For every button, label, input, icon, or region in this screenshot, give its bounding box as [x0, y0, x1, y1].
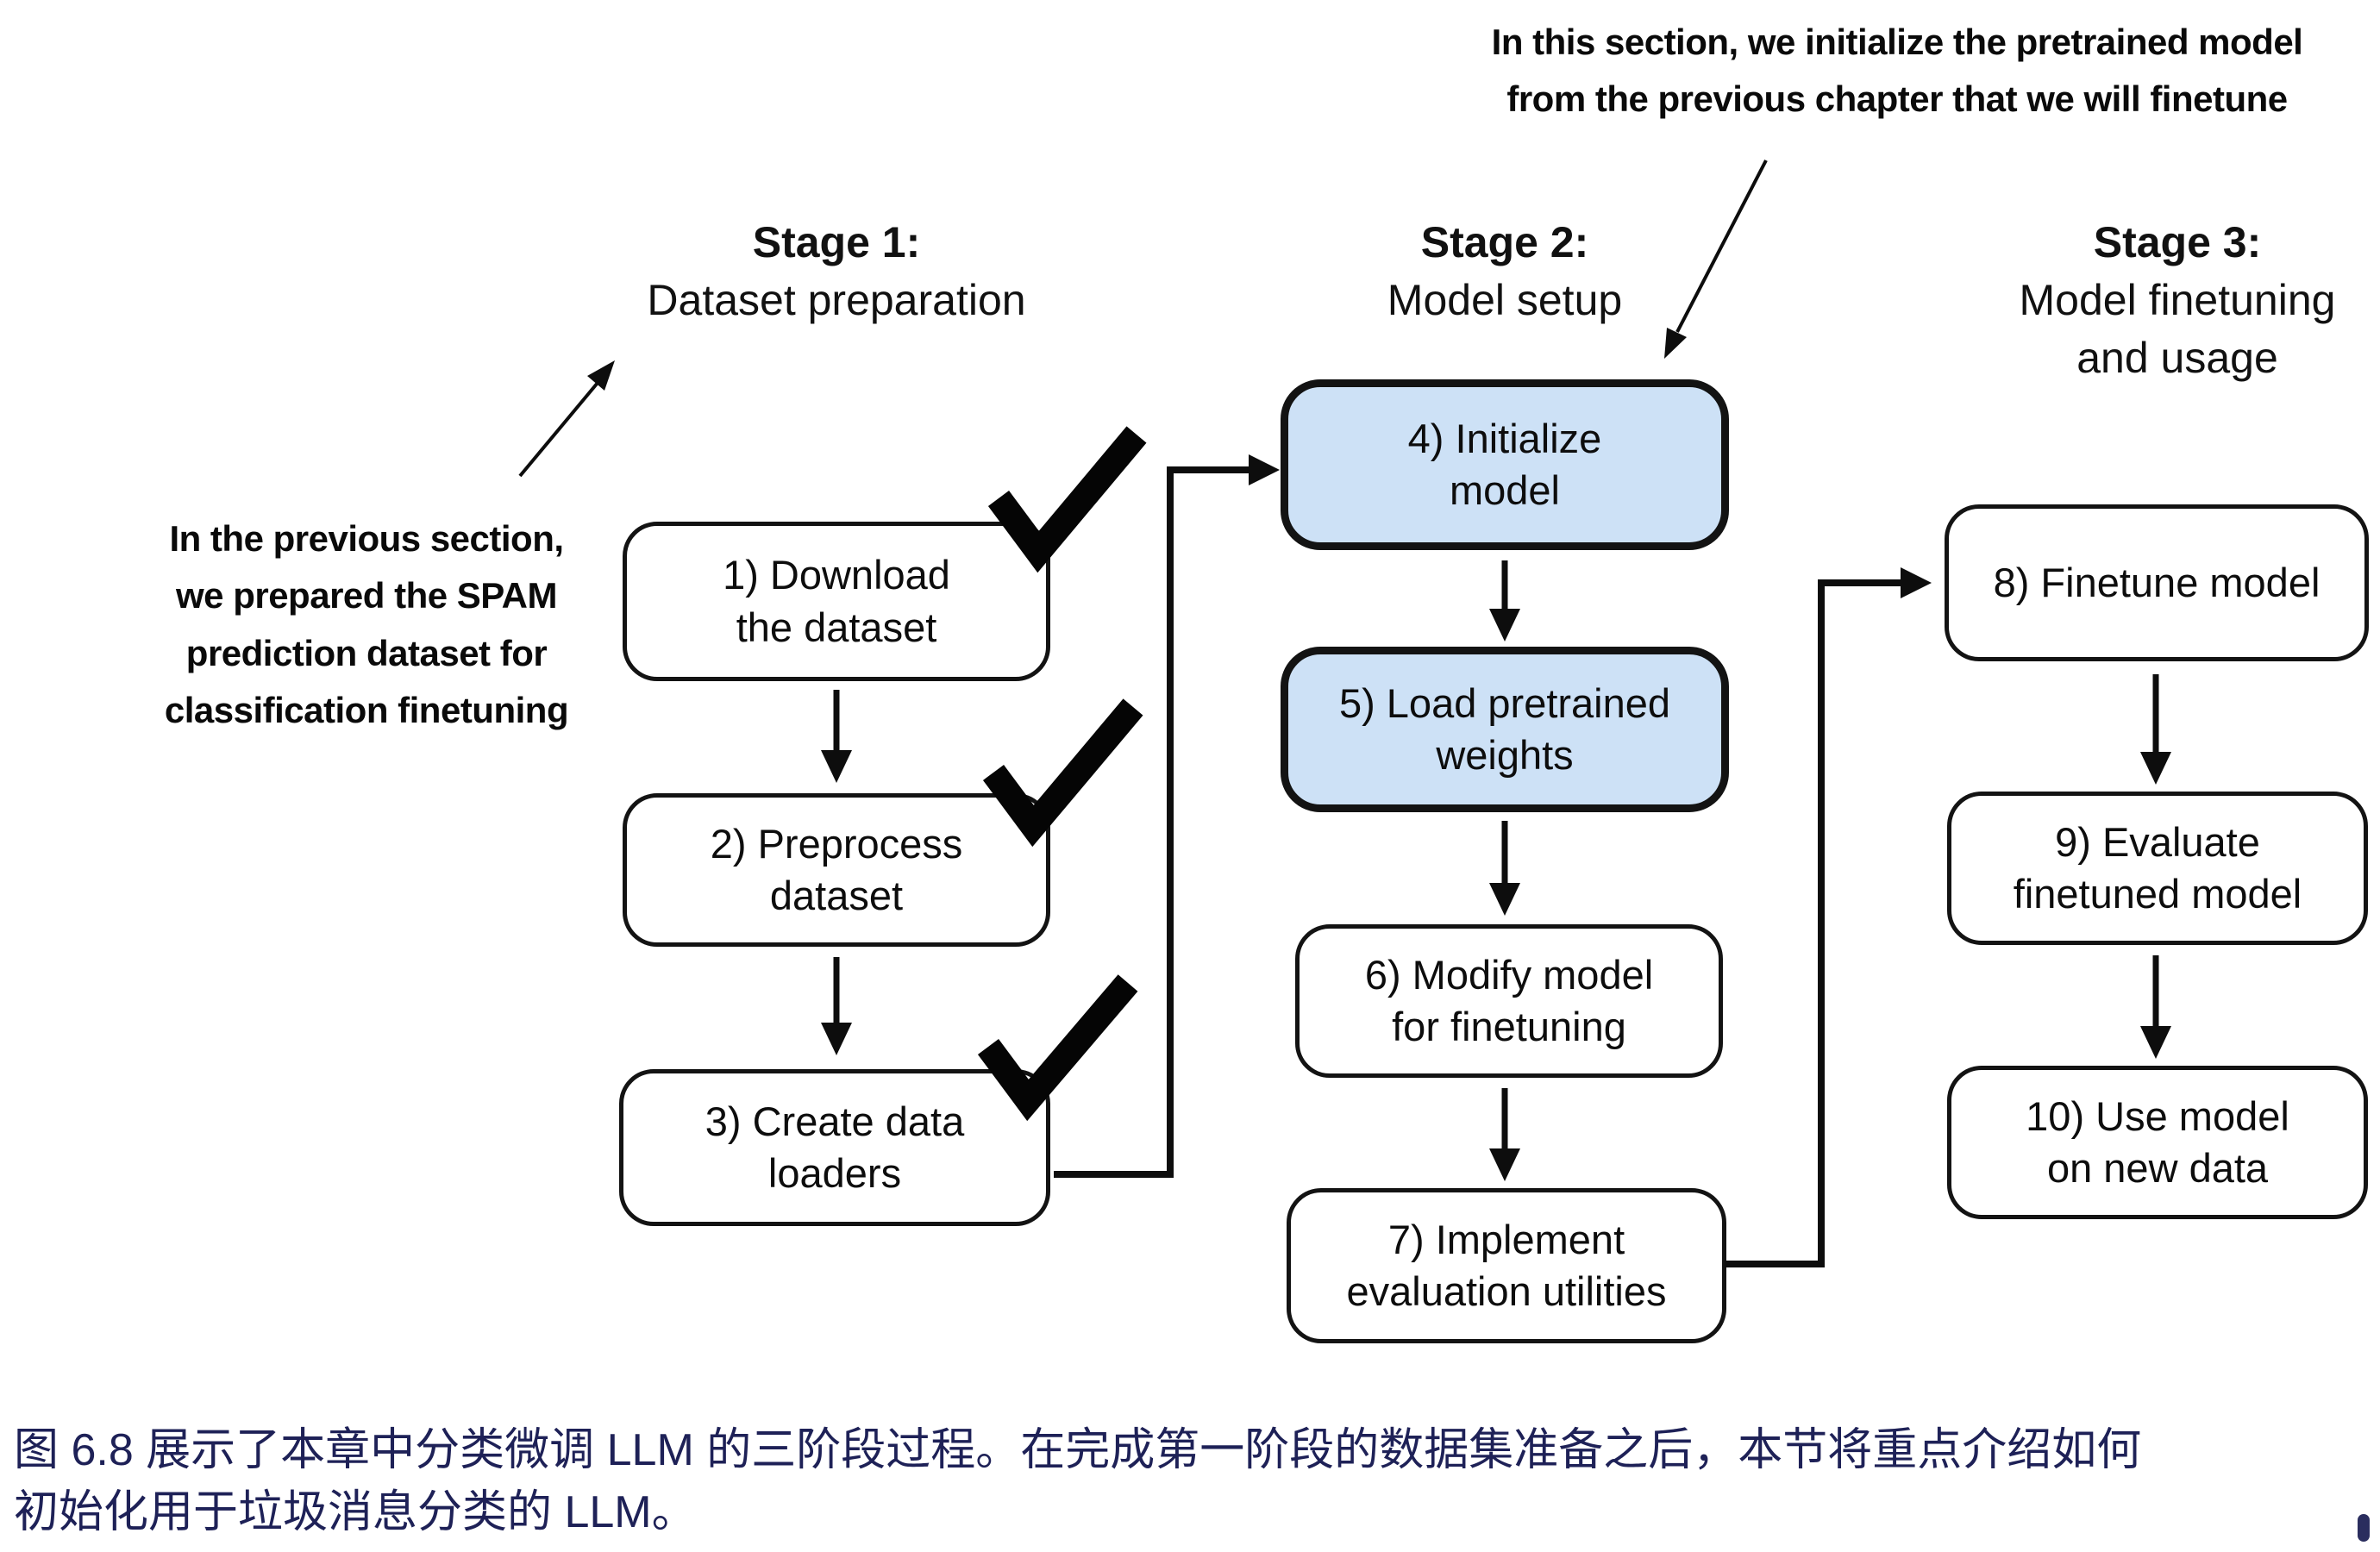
left-annotation-line: prediction dataset for [185, 632, 548, 673]
top-annotation-line: In this section, we initialize the pretr… [1491, 22, 2303, 62]
box-line: 6) Modify model [1364, 951, 1654, 998]
stage-1-header: Stage 1: Dataset preparation [569, 214, 1104, 329]
top-annotation-line: from the previous chapter that we will f… [1506, 78, 2288, 120]
box-line: 10) Use model [2026, 1092, 2289, 1139]
left-annotation-line: we prepared the SPAM [176, 575, 558, 616]
flow-box-4-initialize-model: 4) Initialize model [1281, 379, 1729, 550]
arrow-down-1-2 [821, 690, 852, 783]
arrow-down-5-6 [1489, 821, 1520, 916]
stage-1-subtitle: Dataset preparation [647, 276, 1026, 324]
stage-2-title: Stage 2: [1420, 218, 1589, 266]
arrow-down-2-3 [821, 957, 852, 1055]
elbow-connector-7-8 [1725, 567, 1932, 1267]
flow-box-6-modify-model: 6) Modify model for finetuning [1295, 924, 1723, 1078]
left-annotation-line: In the previous section, [169, 518, 564, 559]
box-line: 2) Preprocess [710, 820, 963, 867]
flow-box-10-use-model: 10) Use model on new data [1947, 1066, 2368, 1219]
flow-box-2-preprocess-dataset: 2) Preprocess dataset [623, 793, 1050, 947]
annotation-arrow-left [518, 360, 615, 478]
stage-1-title: Stage 1: [752, 218, 921, 266]
box-line: 5) Load pretrained [1338, 679, 1671, 726]
box-line: for finetuning [1392, 1004, 1626, 1049]
box-line: loaders [767, 1150, 902, 1196]
caption-line: 图 6.8 展示了本章中分类微调 LLM 的三阶段过程。在完成第一阶段的数据集准… [14, 1425, 2142, 1475]
box-line: evaluation utilities [1346, 1268, 1667, 1314]
elbow-connector-3-4 [1054, 454, 1280, 1178]
stage-2-header: Stage 2: Model setup [1237, 214, 1772, 329]
figure-caption: 图 6.8 展示了本章中分类微调 LLM 的三阶段过程。在完成第一阶段的数据集准… [14, 1419, 2368, 1543]
flow-box-5-load-pretrained-weights: 5) Load pretrained weights [1281, 647, 1729, 812]
left-annotation: In the previous section, we prepared the… [142, 510, 591, 739]
arrow-down-4-5 [1489, 560, 1520, 641]
caption-line: 初始化用于垃圾消息分类的 LLM。 [14, 1487, 697, 1537]
box-line: weights [1436, 732, 1574, 778]
box-line: 3) Create data [705, 1098, 965, 1144]
flow-box-8-finetune-model: 8) Finetune model [1945, 504, 2369, 661]
arrow-down-6-7 [1489, 1088, 1520, 1181]
flow-box-7-implement-evaluation: 7) Implement evaluation utilities [1287, 1188, 1726, 1343]
box-line: model [1449, 467, 1560, 513]
box-line: 7) Implement [1387, 1216, 1625, 1262]
flow-box-3-create-data-loaders: 3) Create data loaders [619, 1069, 1050, 1226]
arrow-down-9-10 [2140, 955, 2171, 1059]
box-line: 4) Initialize [1407, 415, 1602, 461]
stage-3-title: Stage 3: [2093, 218, 2262, 266]
box-line: finetuned model [2013, 871, 2302, 917]
box-line: dataset [769, 873, 904, 918]
arrow-down-8-9 [2140, 674, 2171, 785]
box-line: 1) Download [723, 552, 950, 598]
box-line: 8) Finetune model [1993, 559, 2320, 605]
stage-3-subtitle: and usage [2076, 334, 2278, 382]
box-line: the dataset [736, 604, 937, 650]
bottom-right-dot [2358, 1514, 2370, 1542]
stage-3-header: Stage 3: Model finetuning and usage [1910, 214, 2380, 387]
flow-box-9-evaluate-model: 9) Evaluate finetuned model [1947, 792, 2368, 945]
stage-3-subtitle: Model finetuning [2019, 276, 2336, 324]
left-annotation-line: classification finetuning [164, 690, 569, 731]
top-annotation: In this section, we initialize the pretr… [1431, 14, 2363, 128]
box-line: on new data [2046, 1145, 2269, 1191]
box-line: 9) Evaluate [2055, 818, 2260, 865]
stage-2-subtitle: Model setup [1387, 276, 1623, 324]
flow-box-1-download-dataset: 1) Download the dataset [623, 522, 1050, 681]
